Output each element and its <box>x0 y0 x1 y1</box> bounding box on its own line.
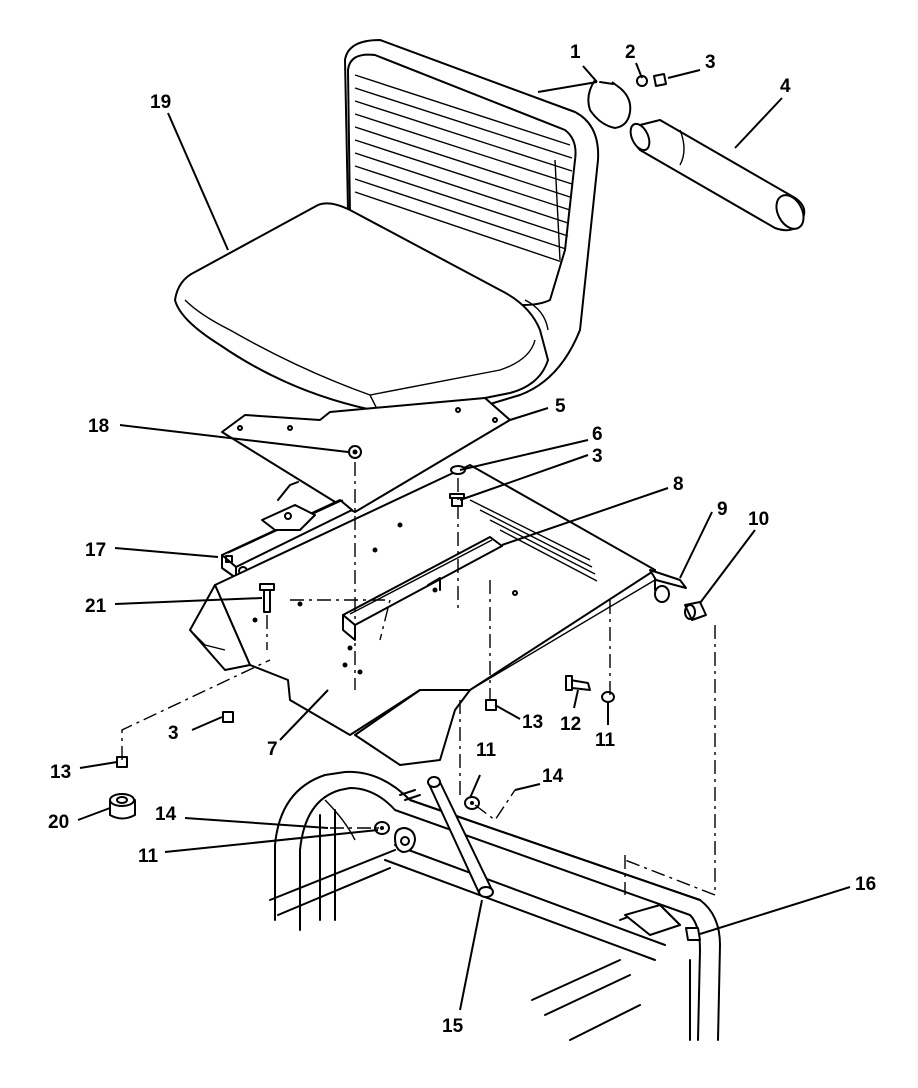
pivot-pin-9 <box>649 569 687 603</box>
callout-20: 20 <box>48 812 69 833</box>
screw-3-top <box>653 73 667 87</box>
callout-9: 9 <box>717 499 728 520</box>
seat-19 <box>174 39 600 421</box>
hardware-parts <box>116 445 701 941</box>
callout-3b: 3 <box>592 446 603 467</box>
callout-19: 19 <box>150 92 171 113</box>
callout-11c: 11 <box>138 846 159 867</box>
base-plate-7 <box>189 464 656 766</box>
stop-20 <box>109 793 136 820</box>
callout-15: 15 <box>442 1016 464 1037</box>
callout-4: 4 <box>780 76 791 97</box>
seat-frame <box>269 770 721 1041</box>
callout-14a: 14 <box>542 766 564 787</box>
handle-4 <box>629 119 806 232</box>
callout-11b: 11 <box>476 740 497 761</box>
callout-3: 3 <box>705 52 716 73</box>
bushing-10 <box>684 601 707 621</box>
callout-6: 6 <box>592 424 603 445</box>
callout-14b: 14 <box>155 804 177 825</box>
slide-rail-17 <box>221 481 353 579</box>
callout-21: 21 <box>85 596 107 617</box>
rod-15 <box>427 776 494 898</box>
callout-18: 18 <box>88 416 109 437</box>
callout-13a: 13 <box>522 712 543 733</box>
callout-1: 1 <box>570 42 581 63</box>
callout-2: 2 <box>625 42 636 63</box>
callout-5: 5 <box>555 396 566 417</box>
callout-13b: 13 <box>50 762 71 783</box>
callout-10: 10 <box>748 509 769 530</box>
callout-labels: 1 2 3 4 19 5 18 6 3 8 9 10 17 21 3 13 12… <box>48 42 876 1037</box>
leader-lines <box>77 62 851 1011</box>
slide-track-8 <box>342 536 503 641</box>
center-lines <box>121 462 716 897</box>
callout-7: 7 <box>267 739 278 760</box>
callout-16: 16 <box>855 874 876 895</box>
clamp-1 <box>587 79 632 129</box>
callout-8: 8 <box>673 474 684 495</box>
callout-11a: 11 <box>595 730 616 751</box>
callout-17: 17 <box>85 540 106 561</box>
callout-12: 12 <box>560 714 581 735</box>
callout-3c: 3 <box>168 723 179 744</box>
